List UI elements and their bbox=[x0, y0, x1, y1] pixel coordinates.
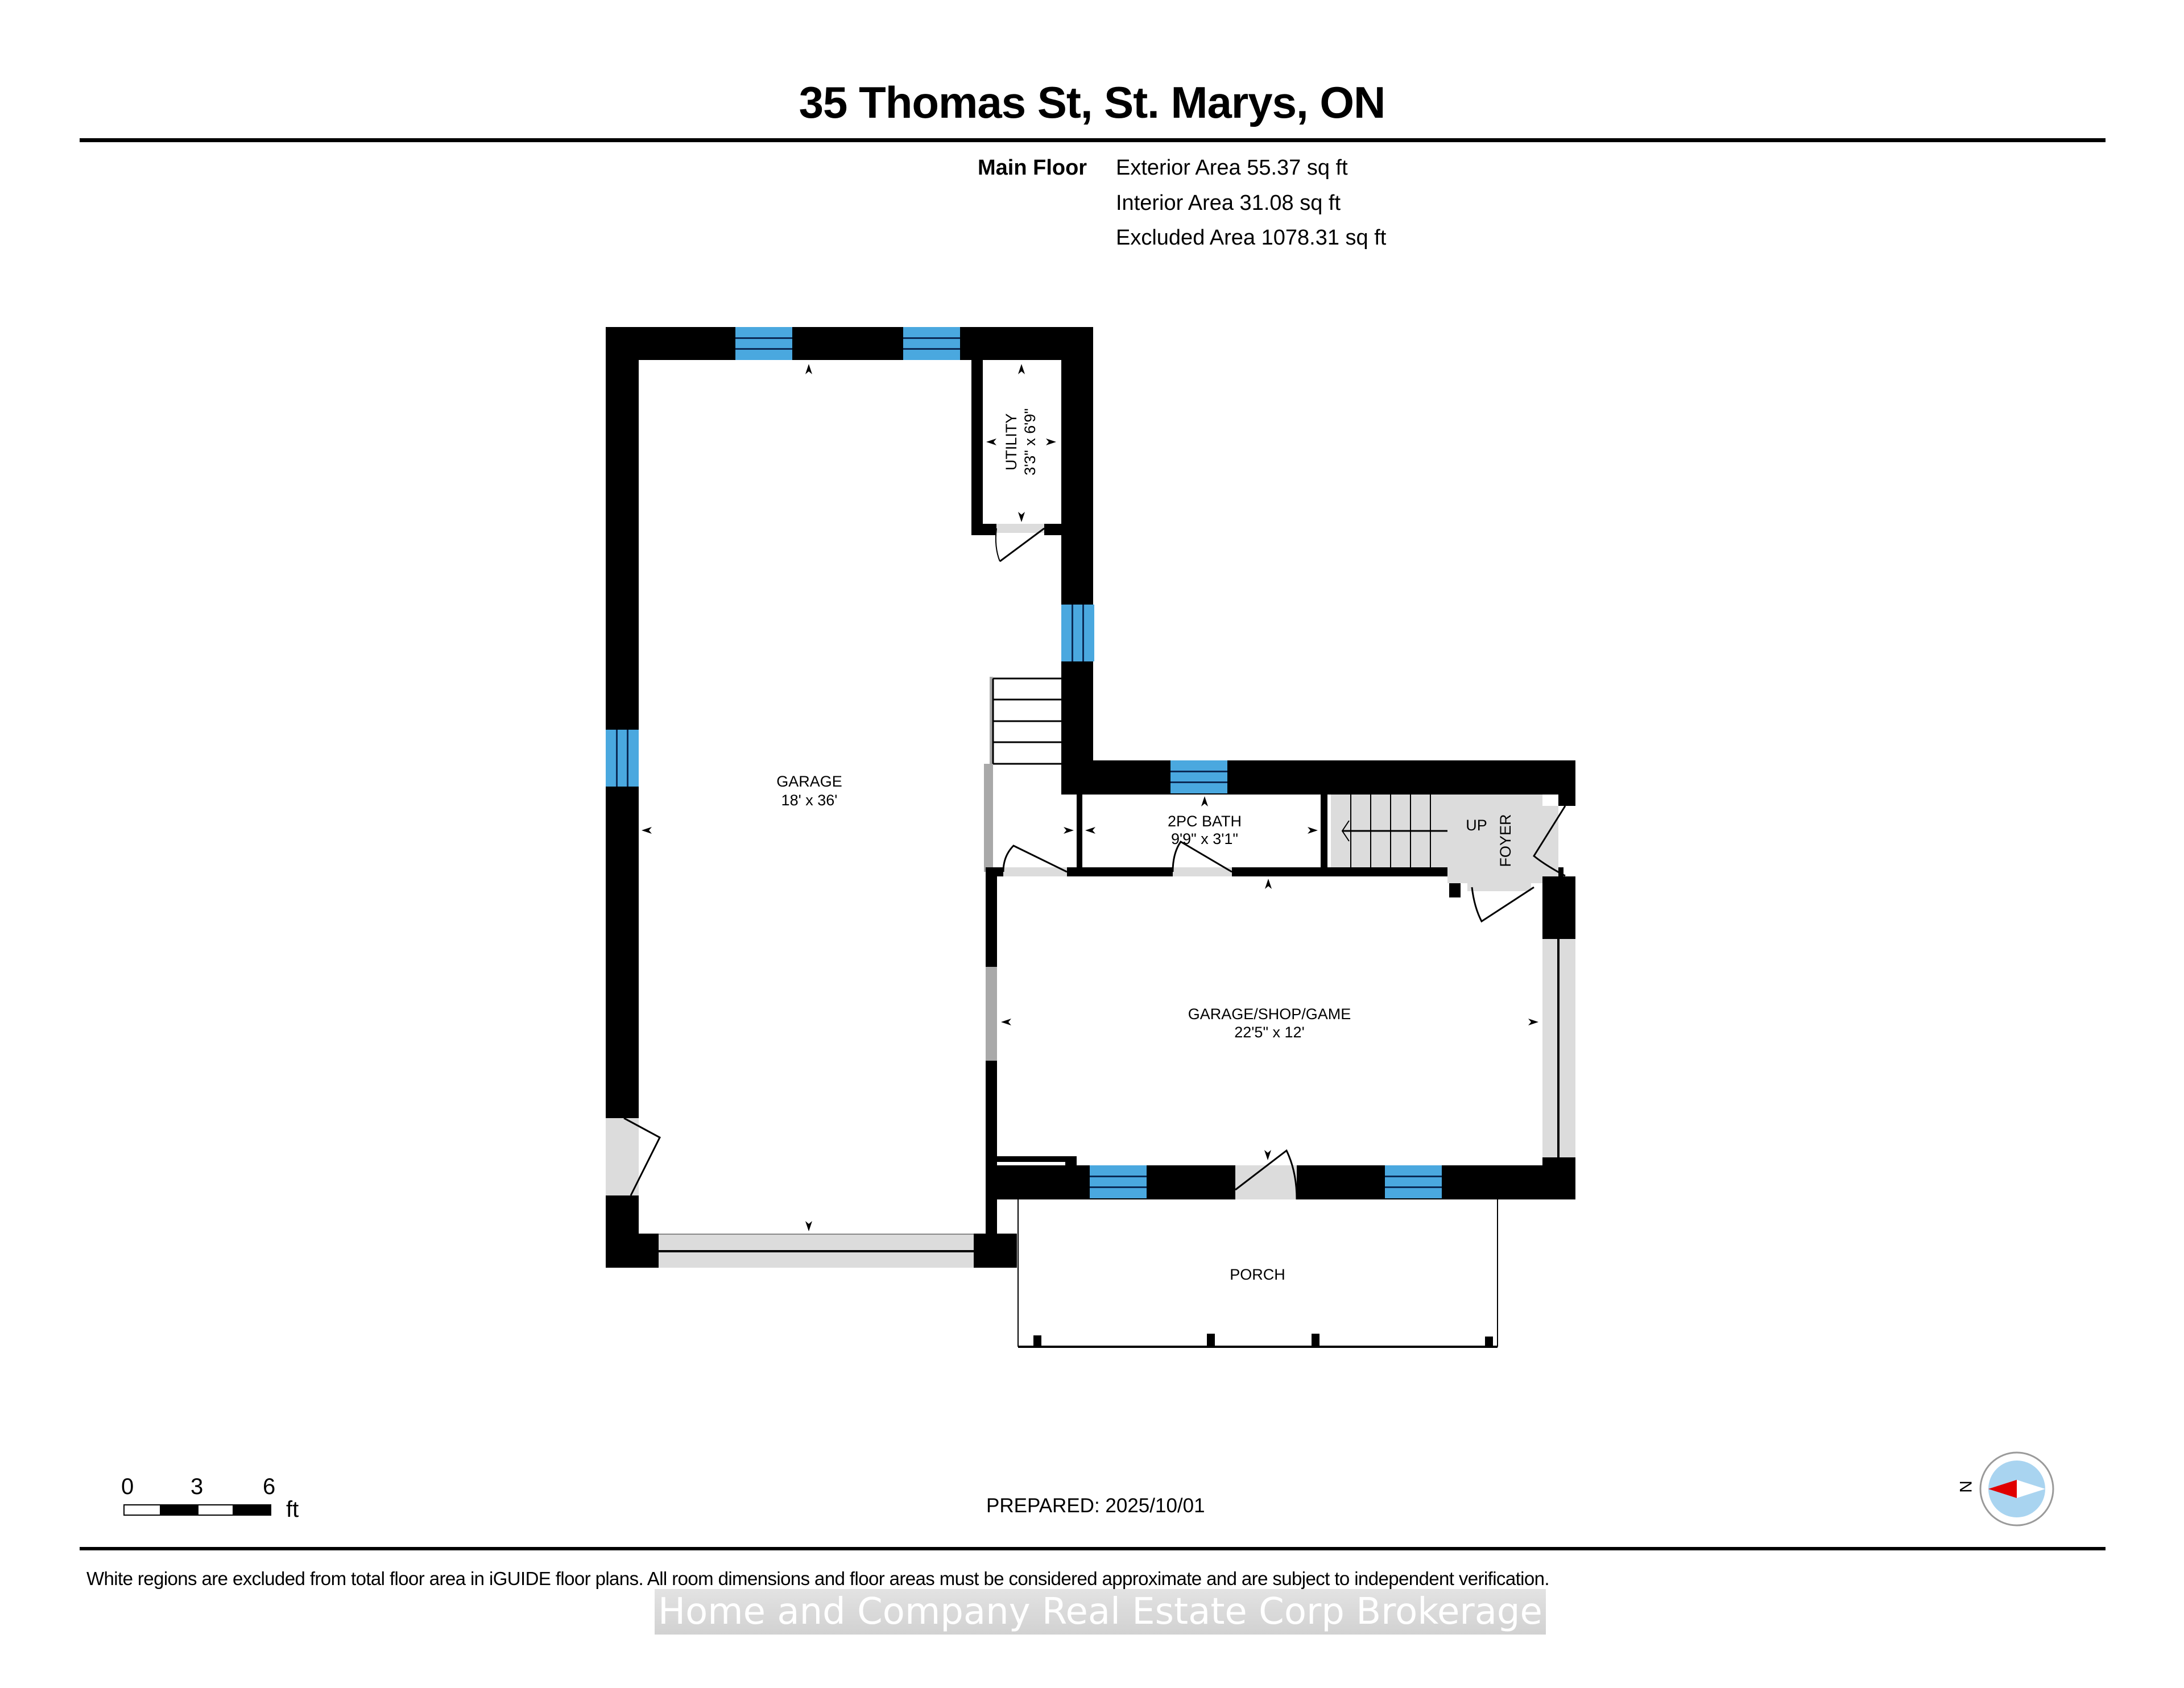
scale-unit: ft bbox=[286, 1497, 299, 1522]
header-divider bbox=[80, 138, 2106, 142]
room-name-porch: PORCH bbox=[1230, 1266, 1285, 1283]
stairs-up-label: UP bbox=[1466, 817, 1487, 834]
scale-tick-0: 0 bbox=[121, 1474, 134, 1499]
room-dims-bath: 9'9" x 3'1" bbox=[1171, 830, 1238, 847]
room-dims-shop: 22'5" x 12' bbox=[1234, 1024, 1304, 1041]
scale-bar bbox=[123, 1504, 271, 1516]
annex-stairs bbox=[1331, 795, 1447, 867]
excluded-area: Excluded Area 1078.31 sq ft bbox=[1116, 226, 1387, 250]
scale-tick-6: 6 bbox=[263, 1474, 276, 1499]
room-dims-garage: 18' x 36' bbox=[781, 792, 838, 809]
room-dims-utility: 3'3" x 6'9" bbox=[1021, 408, 1039, 475]
brokerage-watermark: Home and Company Real Estate Corp Broker… bbox=[655, 1589, 1546, 1635]
page-title: 35 Thomas St, St. Marys, ON bbox=[799, 77, 1386, 127]
exterior-area: Exterior Area 55.37 sq ft bbox=[1116, 156, 1348, 180]
room-name-shop: GARAGE/SHOP/GAME bbox=[1188, 1006, 1351, 1023]
floor-name: Main Floor bbox=[978, 156, 1087, 180]
window-icon bbox=[1385, 1165, 1442, 1198]
window-icon bbox=[1090, 1165, 1147, 1198]
compass-n-label: N bbox=[1955, 1480, 1975, 1493]
room-name-bath: 2PC BATH bbox=[1168, 813, 1242, 830]
scale-tick-3: 3 bbox=[191, 1474, 204, 1499]
interior-area: Interior Area 31.08 sq ft bbox=[1116, 191, 1341, 215]
footer-divider bbox=[80, 1547, 2106, 1550]
window-icon bbox=[903, 327, 960, 360]
compass-icon bbox=[1979, 1451, 2054, 1526]
foyer-floor bbox=[1447, 795, 1542, 883]
prepared-date: PREPARED: 2025/10/01 bbox=[986, 1495, 1205, 1517]
porch-outline bbox=[1017, 1199, 1498, 1348]
room-name-garage: GARAGE bbox=[776, 773, 842, 790]
window-icon bbox=[1170, 760, 1227, 793]
garage-walls bbox=[606, 327, 1093, 1268]
room-name-utility: UTILITY bbox=[1003, 413, 1020, 471]
window-icon bbox=[1061, 605, 1094, 661]
disclaimer-text: White regions are excluded from total fl… bbox=[86, 1568, 1550, 1589]
room-name-foyer: FOYER bbox=[1497, 814, 1514, 867]
window-icon bbox=[735, 327, 792, 360]
window-icon bbox=[606, 730, 639, 787]
garage-stairs bbox=[990, 677, 1061, 765]
